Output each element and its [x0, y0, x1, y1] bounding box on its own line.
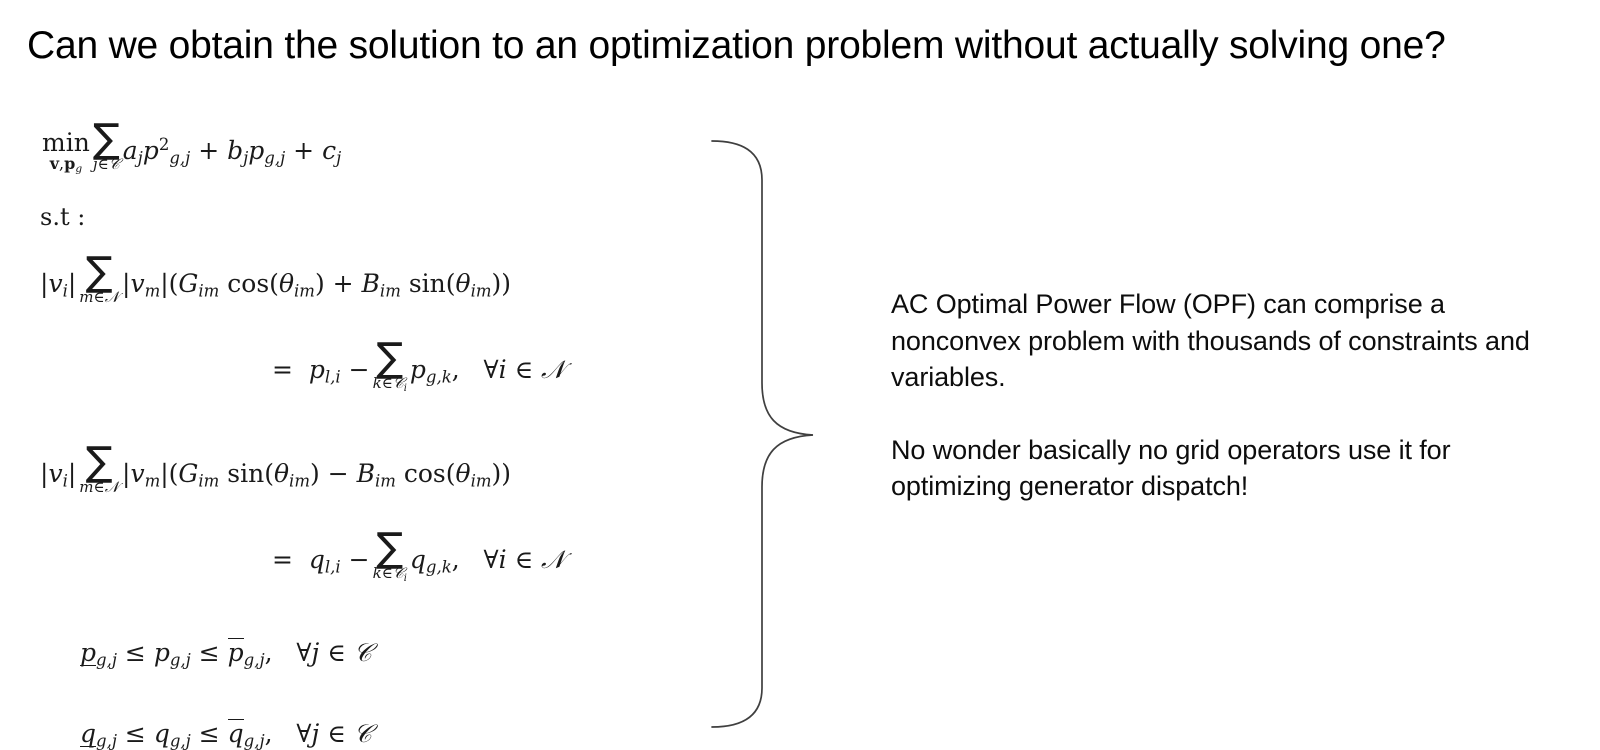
equation-active-gen-limits: pg,j ≤ pg,j ≤ pg,j, ∀j ∈ 𝒞: [80, 637, 372, 670]
equation-reactive-gen-limits: qg,j ≤ qg,j ≤ qg,j, ∀j ∈ 𝒞: [80, 719, 372, 750]
paragraph-spacer: [891, 396, 1551, 432]
callout-text-block: AC Optimal Power Flow (OPF) can comprise…: [891, 286, 1551, 505]
sum-operator-gens-q: ∑k∈𝒞i: [372, 525, 407, 584]
callout-paragraph-1: AC Optimal Power Flow (OPF) can comprise…: [891, 289, 1530, 392]
sum-operator-nodes-p: ∑m∈𝒩: [79, 248, 119, 306]
curly-brace-icon: [711, 140, 814, 728]
right-curly-brace: [700, 128, 830, 728]
sum-operator-objective: ∑j∈𝒞: [92, 116, 120, 173]
page-title: Can we obtain the solution to an optimiz…: [27, 24, 1446, 67]
equation-reactive-balance-lhs: |vi|∑m∈𝒩|vm|(Gim sin(θim) − Bim cos(θim)…: [40, 439, 512, 497]
callout-paragraph-2: No wonder basically no grid operators us…: [891, 434, 1451, 502]
min-operator: min v,pg: [42, 128, 90, 175]
sum-operator-nodes-q: ∑m∈𝒩: [79, 439, 119, 497]
equation-active-balance-lhs: |vi|∑m∈𝒩|vm|(Gim cos(θim) + Bim sin(θim)…: [40, 248, 512, 306]
sum-operator-gens-p: ∑k∈𝒞i: [372, 334, 407, 394]
subject-to-label: s.t :: [40, 202, 86, 231]
